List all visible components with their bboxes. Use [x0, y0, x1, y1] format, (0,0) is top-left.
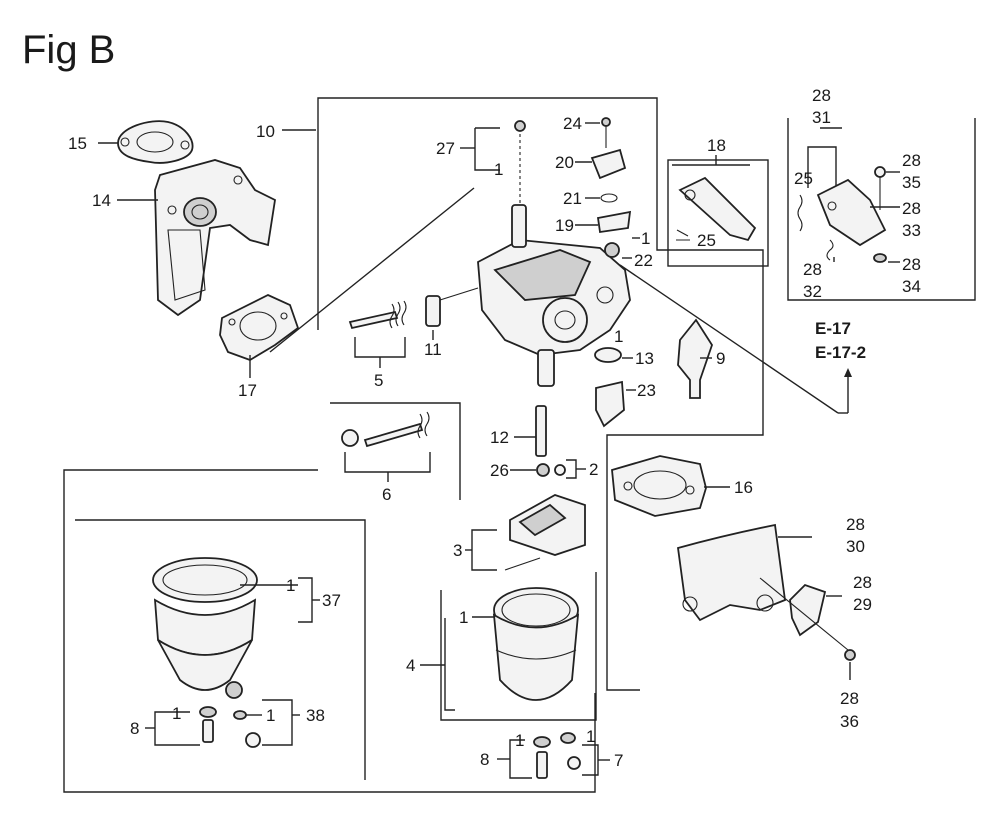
callout-28-a: 28	[812, 86, 831, 105]
callout-31: 31	[812, 108, 831, 127]
callout-28-c: 28	[902, 199, 921, 218]
callout-30: 30	[846, 537, 865, 556]
callout-1-f: 1	[586, 727, 595, 746]
callout-8-b: 8	[480, 750, 489, 769]
callout-4: 4	[406, 656, 415, 675]
callout-32: 32	[803, 282, 822, 301]
callout-23: 23	[637, 381, 656, 400]
callout-5: 5	[374, 371, 383, 390]
callout-8-a: 8	[130, 719, 139, 738]
callout-25-a: 25	[697, 231, 716, 250]
callout-17: 17	[238, 381, 257, 400]
part-3-float	[504, 494, 586, 571]
callout-1-h: 1	[172, 704, 181, 723]
callout-28-h: 28	[840, 689, 859, 708]
part-37-bowl	[152, 557, 261, 748]
callout-34: 34	[902, 277, 921, 296]
part-18-lever	[676, 176, 757, 242]
callout-19: 19	[555, 216, 574, 235]
callout-22: 22	[634, 251, 653, 270]
parts-31-35-linkage	[797, 166, 887, 263]
callout-12: 12	[490, 428, 509, 447]
figure-title: Fig B	[22, 28, 115, 72]
callout-1-g: 1	[286, 576, 295, 595]
carburetor-body	[477, 120, 631, 387]
callout-1-e: 1	[515, 731, 524, 750]
part-5-screw	[348, 300, 407, 330]
callout-9: 9	[716, 349, 725, 368]
callout-11: 11	[424, 340, 442, 359]
parts-9-13-23	[594, 318, 713, 428]
part-17-gasket	[219, 294, 300, 361]
callout-20: 20	[555, 153, 574, 172]
callout-14: 14	[92, 191, 111, 210]
callout-21: 21	[563, 189, 582, 208]
callout-28-f: 28	[846, 515, 865, 534]
ref-e-17-2[interactable]: E-17-2	[815, 343, 866, 362]
parts-2-12-26	[535, 405, 566, 477]
callout-10: 10	[256, 122, 275, 141]
callout-37: 37	[322, 591, 341, 610]
callout-28-g: 28	[853, 573, 872, 592]
callout-29: 29	[853, 595, 872, 614]
callout-26: 26	[490, 461, 509, 480]
part-4-float-chamber	[492, 587, 580, 701]
part-6-screw	[341, 411, 430, 448]
callout-28-b: 28	[902, 151, 921, 170]
part-14-bracket	[154, 159, 276, 317]
callout-38: 38	[306, 706, 325, 725]
callout-labels: 15 14 10 17 5 11 6 27 1 24 20 21 19 1 22…	[68, 86, 921, 770]
callout-35: 35	[902, 173, 921, 192]
leader-lines	[98, 122, 900, 779]
callout-27: 27	[436, 139, 455, 158]
callout-1-a: 1	[494, 160, 503, 179]
parts-29-30-36-bracket	[677, 523, 856, 661]
callout-33: 33	[902, 221, 921, 240]
callout-18: 18	[707, 136, 726, 155]
callout-2: 2	[589, 460, 598, 479]
callout-13: 13	[635, 349, 654, 368]
callout-3: 3	[453, 541, 462, 560]
ref-e-17[interactable]: E-17	[815, 319, 851, 338]
group-boundaries	[63, 97, 976, 793]
callout-15: 15	[68, 134, 87, 153]
part-16-gasket	[611, 455, 707, 517]
callout-1-d: 1	[459, 608, 468, 627]
callout-36: 36	[840, 712, 859, 731]
callout-1-b: 1	[641, 229, 650, 248]
parts-19-24-linkage	[590, 117, 632, 258]
callout-1-c: 1	[614, 327, 623, 346]
part-15-gasket	[117, 120, 194, 164]
part-11-jet	[425, 287, 479, 327]
callout-16: 16	[734, 478, 753, 497]
callout-24: 24	[563, 114, 582, 133]
callout-6: 6	[382, 485, 391, 504]
callout-28-d: 28	[803, 260, 822, 279]
callout-1-i: 1	[266, 706, 275, 725]
callout-25-b: 25	[794, 169, 813, 188]
parts-7-8-drain	[533, 732, 581, 779]
callout-28-e: 28	[902, 255, 921, 274]
callout-7: 7	[614, 751, 623, 770]
